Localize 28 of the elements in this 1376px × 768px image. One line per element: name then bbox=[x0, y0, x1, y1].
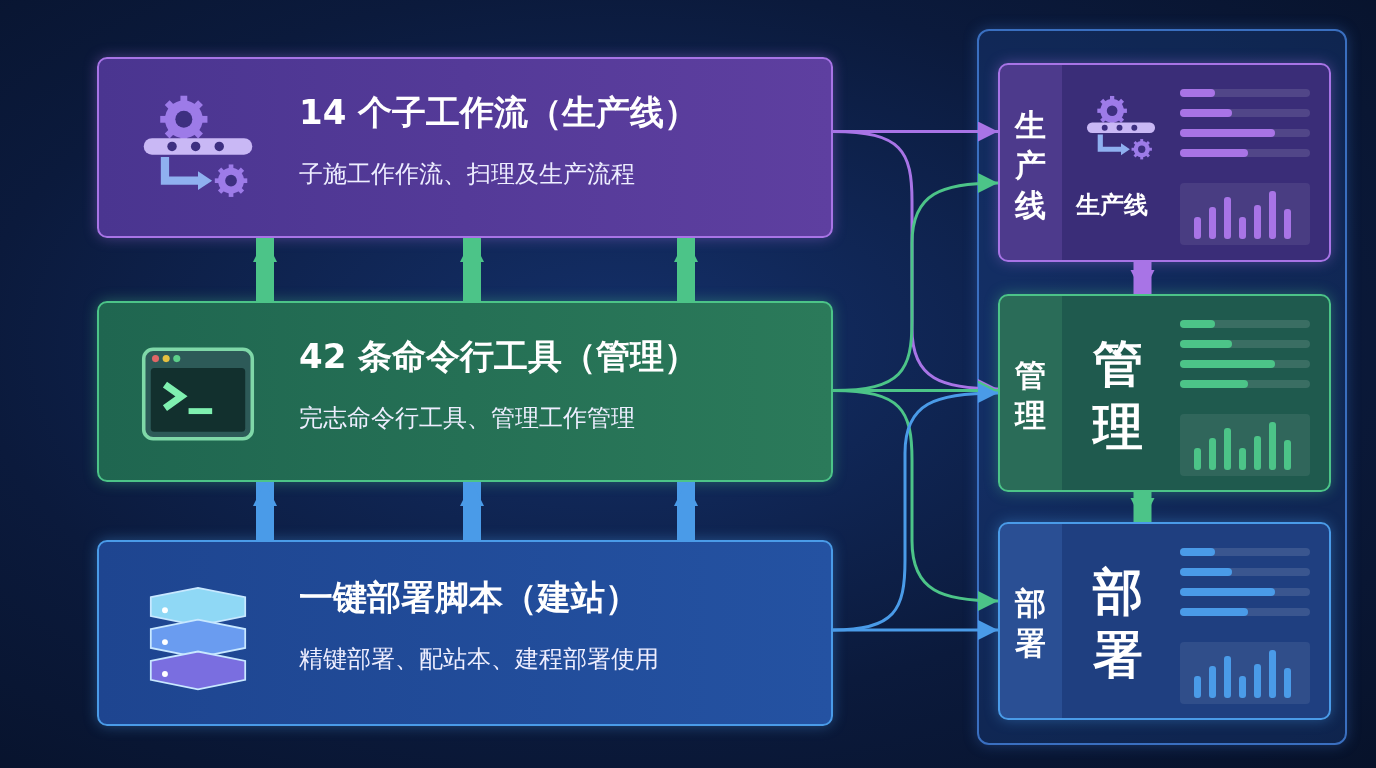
arrow bbox=[460, 238, 484, 301]
card-label: 生产线 bbox=[1076, 190, 1148, 221]
module-card bbox=[998, 522, 1331, 720]
card-title: 42 条命令行工具（管理） bbox=[299, 334, 699, 378]
process-card bbox=[97, 301, 833, 482]
side-label: 部署 bbox=[1014, 583, 1046, 663]
card-label: 管理 bbox=[1092, 333, 1144, 457]
process-card bbox=[97, 57, 833, 238]
side-label: 生产线 bbox=[1014, 105, 1046, 225]
module-card bbox=[998, 294, 1331, 492]
arrow bbox=[1130, 262, 1155, 294]
arrow bbox=[253, 238, 277, 301]
arrow bbox=[460, 482, 484, 540]
card-description: 完志命令行工具、管理工作管理 bbox=[299, 402, 635, 434]
arrow bbox=[1130, 492, 1155, 522]
card-title: 14 个子工作流（生产线） bbox=[299, 90, 699, 134]
arrow bbox=[833, 620, 998, 640]
card-description: 子施工作作流、扫理及生产流程 bbox=[299, 158, 635, 190]
card-label: 部署 bbox=[1092, 561, 1144, 685]
card-title: 一键部署脚本（建站） bbox=[299, 576, 639, 619]
arrow bbox=[674, 482, 698, 540]
side-label: 管理 bbox=[1014, 355, 1046, 435]
process-card bbox=[97, 540, 833, 726]
card-description: 精键部署、配站本、建程部署使用 bbox=[299, 644, 659, 675]
arrow bbox=[674, 238, 698, 301]
arrow bbox=[253, 482, 277, 540]
panel bbox=[977, 29, 1347, 745]
module-card bbox=[998, 63, 1331, 262]
